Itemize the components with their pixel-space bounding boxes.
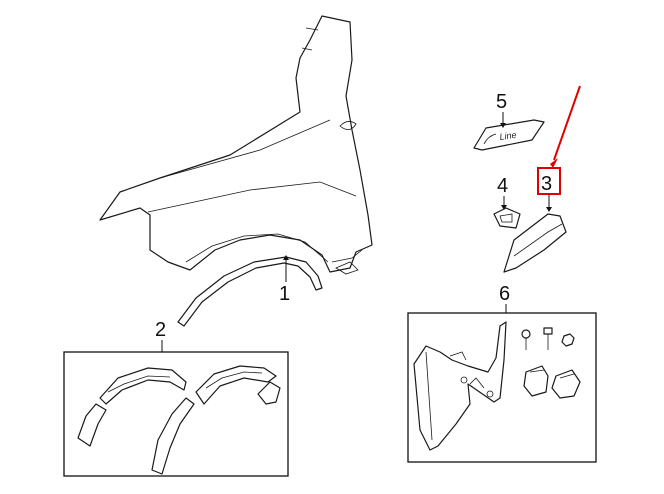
callout-6: 6 [499, 283, 510, 305]
wheel-arch-molding [177, 256, 323, 327]
arrowhead-4 [501, 205, 507, 210]
flare-kit [77, 365, 281, 475]
callout-1: 1 [279, 283, 290, 305]
badge-text: Line [499, 130, 517, 142]
callout-3: 3 [541, 173, 552, 195]
highlight-arrow-head [550, 158, 558, 168]
arrowhead-1 [283, 255, 289, 260]
callout-4: 4 [497, 175, 508, 197]
side-trim [503, 213, 567, 273]
highlight-arrow-line [553, 85, 581, 161]
mud-flap-kit-box [407, 312, 597, 463]
arrowhead-3 [546, 207, 552, 212]
clip-retainer [493, 207, 521, 229]
callout-5: 5 [496, 91, 507, 113]
fender-panel [99, 15, 373, 275]
badge-emblem: Line [473, 119, 545, 151]
flare-kit-box [63, 351, 289, 477]
callout-2: 2 [155, 319, 166, 341]
mud-flap-kit [413, 321, 581, 451]
